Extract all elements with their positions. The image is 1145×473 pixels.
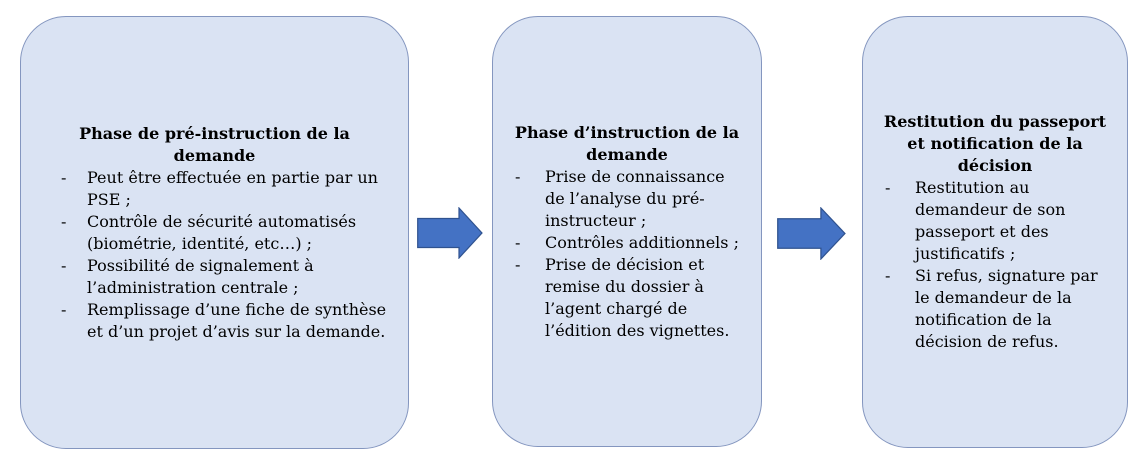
dash-marker: -	[515, 254, 521, 274]
stage-bullet-list: - Restitution au demandeur de son passep…	[885, 177, 1111, 353]
list-item-text: Restitution au demandeur de son passepor…	[915, 178, 1066, 263]
stage-title: Restitution du passeport et notification…	[883, 112, 1107, 175]
stage-bullet-list: - Peut être effectuée en partie par un P…	[61, 167, 392, 343]
right-arrow-icon	[777, 207, 846, 260]
stage-title: Phase de pré-instruction de la demande	[79, 123, 350, 165]
stage-box-restitution: Restitution du passeport et notification…	[862, 16, 1128, 448]
list-item: - Prise de connaissance de l’analyse du …	[515, 166, 745, 232]
list-item-text: Possibilité de signalement à l’administr…	[87, 255, 314, 297]
list-item-text: Remplissage d’une fiche de synthèse et d…	[87, 299, 387, 341]
list-item: - Contrôles additionnels ;	[515, 232, 745, 254]
stage-bullet-list: - Prise de connaissance de l’analyse du …	[515, 166, 745, 342]
right-arrow-icon	[417, 207, 483, 259]
list-item: - Peut être effectuée en partie par un P…	[61, 167, 392, 211]
dash-marker: -	[885, 178, 891, 197]
list-item: - Contrôle de sécurité automatisés (biom…	[61, 211, 392, 255]
dash-marker: -	[61, 255, 67, 275]
list-item: - Possibilité de signalement à l’adminis…	[61, 255, 392, 299]
dash-marker: -	[885, 266, 891, 285]
list-item-text: Contrôles additionnels ;	[545, 232, 739, 252]
dash-marker: -	[61, 299, 67, 319]
dash-marker: -	[515, 166, 521, 186]
dash-marker: -	[515, 232, 521, 252]
list-item: - Remplissage d’une fiche de synthèse et…	[61, 299, 392, 343]
stage-box-pre-instruction: Phase de pré-instruction de la demande -…	[20, 16, 409, 449]
list-item-text: Prise de connaissance de l’analyse du pr…	[545, 166, 725, 230]
list-item: - Prise de décision et remise du dossier…	[515, 254, 745, 342]
list-item-text: Si refus, signature par le demandeur de …	[915, 266, 1098, 351]
list-item: - Si refus, signature par le demandeur d…	[885, 265, 1111, 353]
list-item-text: Peut être effectuée en partie par un PSE…	[87, 167, 378, 209]
list-item-text: Contrôle de sécurité automatisés (biomét…	[87, 211, 357, 253]
stage-title: Phase d’instruction de la demande	[514, 122, 740, 164]
stage-box-instruction: Phase d’instruction de la demande - Pris…	[492, 16, 762, 447]
list-item-text: Prise de décision et remise du dossier à…	[545, 254, 730, 340]
list-item: - Restitution au demandeur de son passep…	[885, 177, 1111, 265]
dash-marker: -	[61, 211, 67, 231]
dash-marker: -	[61, 167, 67, 187]
